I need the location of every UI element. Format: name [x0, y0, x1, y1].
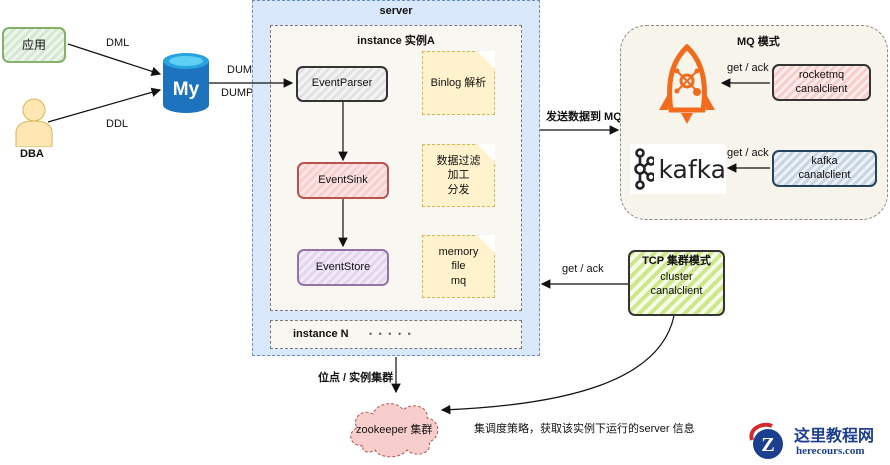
- rocketmq-client-line: canalclient: [795, 82, 848, 95]
- mysql-database-icon: My: [163, 53, 209, 113]
- sink-note: 数据过滤 加工 分发: [422, 144, 495, 207]
- kafka-get-ack-label: get / ack: [727, 147, 769, 159]
- store-note-line: memory: [438, 246, 479, 259]
- watermark: Z 这里教程网 herecours.com: [744, 420, 890, 465]
- tcp-to-zk-curve: [440, 315, 675, 415]
- mysql-logo-text: My: [173, 79, 200, 100]
- event-store-node[interactable]: EventStore: [297, 249, 389, 286]
- watermark-logo-icon: Z: [749, 422, 783, 459]
- store-note: memory file mq: [422, 235, 495, 298]
- sink-note-line: 加工: [447, 169, 470, 182]
- send-to-mq-label: 发送数据到 MQ: [546, 111, 622, 123]
- tcp-client-line: cluster: [660, 270, 693, 283]
- instance-n-title: instance N: [293, 328, 349, 340]
- event-sink-label: EventSink: [318, 173, 368, 186]
- store-note-line: mq: [450, 274, 467, 287]
- tcp-cluster-title: TCP 集群模式: [642, 255, 711, 267]
- scheduling-strategy-label: 集调度策略，获取该实例下运行的server 信息: [474, 423, 695, 435]
- binlog-note: Binlog 解析: [422, 51, 495, 115]
- dml-arrow: [67, 43, 162, 76]
- watermark-en: herecours.com: [796, 445, 865, 457]
- mq-mode-title: MQ 模式: [737, 36, 780, 48]
- app-node[interactable]: 应用: [2, 27, 66, 63]
- dba-user-icon: [15, 98, 53, 147]
- dba-label: DBA: [20, 148, 44, 160]
- ddl-arrow: [47, 87, 162, 123]
- sink-note-line: 分发: [447, 183, 470, 196]
- event-sink-node[interactable]: EventSink: [297, 162, 389, 199]
- event-parser-node[interactable]: EventParser: [296, 66, 388, 102]
- kafka-client-line: kafka: [811, 154, 838, 167]
- dml-label: DML: [106, 37, 130, 49]
- store-note-line: file: [451, 260, 466, 273]
- svg-text:Z: Z: [761, 434, 774, 456]
- zookeeper-label: zookeeper 集群: [356, 424, 433, 436]
- app-label: 应用: [21, 37, 46, 52]
- rocketmq-logo-icon: [659, 44, 715, 124]
- watermark-cn: 这里教程网: [794, 426, 875, 445]
- kafka-logo-icon: [634, 148, 655, 190]
- rocketmq-client-line: rocketmq: [798, 68, 845, 81]
- position-cluster-label: 位点 / 实例集群: [318, 372, 394, 384]
- event-parser-label: EventParser: [311, 77, 373, 90]
- instance-a-title: instance 实例A: [357, 35, 435, 47]
- tcp-client-line: canalclient: [650, 284, 703, 297]
- sink-note-line: 数据过滤: [436, 155, 481, 168]
- instance-n-container: instance N • • • • •: [270, 320, 522, 349]
- server-title: server: [379, 5, 413, 17]
- rocketmq-canalclient-node[interactable]: rocketmq canalclient: [772, 64, 871, 101]
- event-store-label: EventStore: [315, 260, 371, 273]
- kafka-logo-text: kafka: [658, 154, 726, 184]
- binlog-note-text: Binlog 解析: [430, 76, 487, 89]
- kafka-canalclient-node[interactable]: kafka canalclient: [772, 150, 877, 187]
- kafka-client-line: canalclient: [798, 168, 851, 181]
- tcp-get-ack-label: get / ack: [562, 263, 604, 275]
- zookeeper-cloud-icon: [350, 403, 439, 458]
- tcp-cluster-canalclient-node[interactable]: TCP 集群模式 cluster canalclient: [628, 250, 725, 316]
- kafka-logo: kafka: [630, 144, 726, 194]
- rocketmq-get-ack-label: get / ack: [727, 62, 769, 74]
- ddl-label: DDL: [106, 118, 129, 130]
- instance-n-ellipsis: • • • • •: [369, 329, 413, 339]
